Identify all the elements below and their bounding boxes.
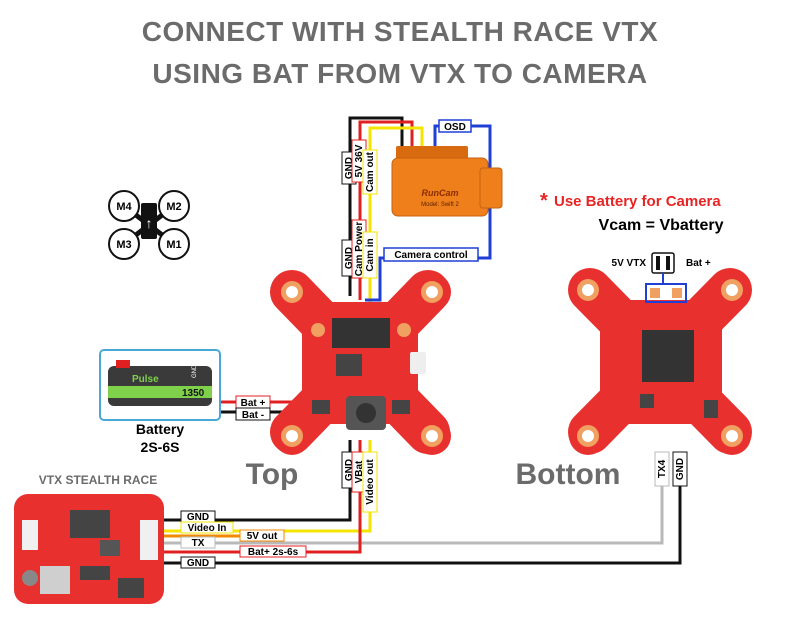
vtx-wire-labels: GND Video In 5V out TX Bat+ 2s-6s GND <box>180 510 307 569</box>
motor-m3: M3 <box>116 239 131 251</box>
camera-wires <box>348 116 492 302</box>
camera: RunCam Model: Swift 2 <box>391 146 503 217</box>
fc-top-bottom-labels: GND VBat Video out <box>341 451 378 513</box>
fc-cam-in-label: Cam in <box>365 238 376 271</box>
motor-layout: ↑ M4 M2 M3 M1 <box>108 190 190 260</box>
bottom-switch: 5V VTX Bat + <box>612 252 711 284</box>
camera-gnd-label: GND <box>344 157 355 179</box>
camera-out-label: Cam out <box>365 151 376 192</box>
fc-bottom-gnd-label: GND <box>344 459 355 481</box>
motor-m1: M1 <box>166 239 181 251</box>
switch-left-label: 5V VTX <box>612 258 647 269</box>
camera-model: Model: Swift 2 <box>421 202 459 208</box>
top-label: Top <box>246 458 299 491</box>
bottom-gnd-label: GND <box>675 458 686 480</box>
vtx-5v-out-label: 5V out <box>247 531 278 542</box>
bottom-tx4-label: TX4 <box>657 459 668 478</box>
camera-power-note: * Use Battery for Camera Vcam = Vbattery <box>540 190 724 234</box>
fc-gnd-label: GND <box>344 247 355 269</box>
camera-control-label: Camera control <box>394 250 468 261</box>
camera-brand: RunCam <box>421 188 458 198</box>
vtx-board <box>14 494 164 604</box>
fc-top-board <box>270 270 451 455</box>
svg-text:↑: ↑ <box>146 215 153 231</box>
vtx-bat-label: Bat+ 2s-6s <box>248 547 299 558</box>
battery-cells: 2S-6S <box>141 439 180 455</box>
vtx-gnd-label: GND <box>187 512 209 523</box>
bat-plus-label: Bat + <box>241 398 266 409</box>
vtx-gnd-2-label: GND <box>187 558 209 569</box>
bat-labels: Bat + Bat - <box>235 395 271 421</box>
asterisk-icon: * <box>540 190 548 212</box>
wire-camera-video <box>368 126 424 302</box>
motor-m2: M2 <box>166 201 181 213</box>
vtx-title: VTX STEALTH RACE <box>39 473 157 487</box>
battery-gnd: GND <box>192 364 198 378</box>
vtx-video-in-label: Video In <box>188 523 227 534</box>
battery-capacity: 1350 <box>182 388 205 399</box>
fc-bottom-wire-labels: TX4 GND <box>654 451 688 487</box>
diagram-title-line-2: USING BAT FROM VTX TO CAMERA <box>152 58 648 89</box>
note-line-1: Use Battery for Camera <box>554 193 721 210</box>
note-line-2: Vcam = Vbattery <box>599 217 724 234</box>
wire-vtx-gnd-2 <box>160 486 682 565</box>
vtx-tx-label: TX <box>192 538 205 549</box>
fc-cam-power-label: Cam Power <box>354 222 365 277</box>
wire-vtx-tx <box>160 486 664 545</box>
battery-name: Battery <box>136 421 184 437</box>
bottom-label: Bottom <box>516 458 621 491</box>
fc-video-out-label: Video out <box>365 459 376 505</box>
wire-camera-gnd <box>348 116 404 296</box>
bat-minus-label: Bat - <box>242 410 264 421</box>
wire-camera-control <box>365 124 492 302</box>
wire-camera-power <box>358 120 414 300</box>
battery: Pulse 1350 GND <box>99 349 221 421</box>
battery-brand: Pulse <box>132 374 159 385</box>
osd-label: OSD <box>438 119 472 133</box>
osd-text: OSD <box>444 122 466 133</box>
fc-bottom-board <box>568 268 752 455</box>
diagram-title-line-1: CONNECT WITH STEALTH RACE VTX <box>141 16 659 47</box>
camera-power-label: 5V 36V <box>354 144 365 177</box>
switch-right-label: Bat + <box>686 258 711 269</box>
camera-wire-labels: GND 5V 36V Cam out GND Cam Power Cam in … <box>341 139 479 279</box>
motor-m4: M4 <box>116 201 132 213</box>
fc-vbat-label: VBat <box>354 460 365 483</box>
